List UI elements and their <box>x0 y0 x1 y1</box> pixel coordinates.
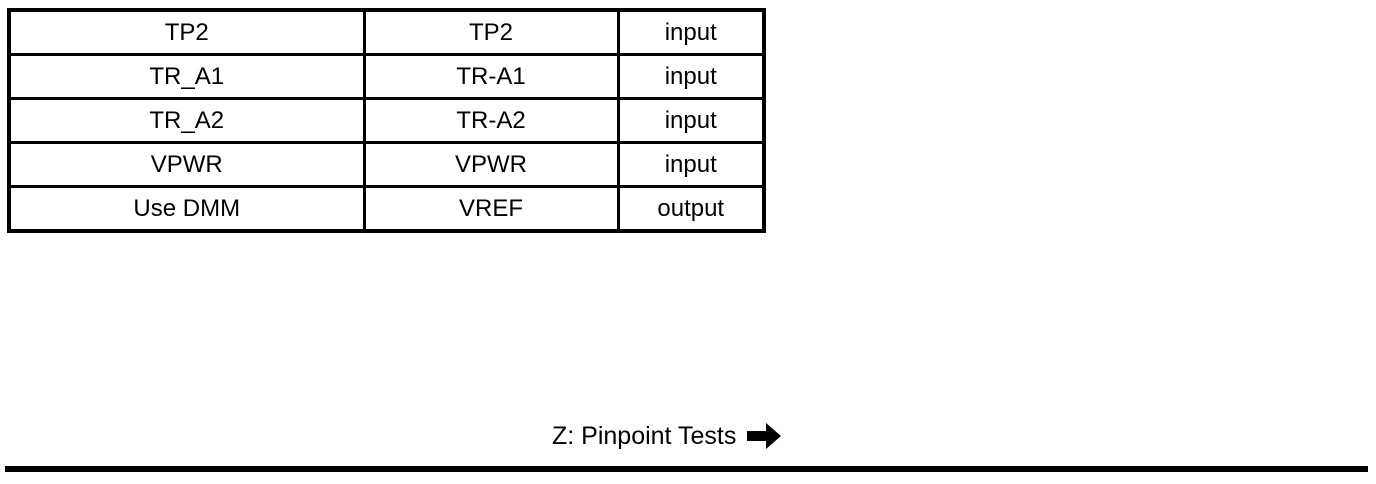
cell-pin-name: VPWR <box>362 141 620 188</box>
table-row: VPWR VPWR input <box>7 141 766 188</box>
cell-measurement: Use DMM <box>7 185 366 233</box>
pinpoint-tests-label: Z: Pinpoint Tests <box>552 421 737 450</box>
footer-divider <box>5 466 1368 472</box>
cell-direction: input <box>616 8 766 56</box>
pinout-table-body: TP2 TP2 input TR_A1 TR-A1 input TR_A2 TR… <box>7 8 766 233</box>
cell-direction: input <box>616 53 766 100</box>
table-row: TP2 TP2 input <box>7 8 766 56</box>
cell-pin-name: TR-A1 <box>362 53 620 100</box>
cell-pin-name: VREF <box>362 185 620 233</box>
cell-direction: input <box>616 97 766 144</box>
table-row: Use DMM VREF output <box>7 185 766 233</box>
pinpoint-tests-link[interactable]: Z: Pinpoint Tests <box>552 421 782 450</box>
cell-direction: input <box>616 141 766 188</box>
cell-measurement: TP2 <box>7 8 366 56</box>
cell-measurement: VPWR <box>7 141 366 188</box>
table-row: TR_A2 TR-A2 input <box>7 97 766 144</box>
connector-pinout-table: TP2 TP2 input TR_A1 TR-A1 input TR_A2 TR… <box>7 8 766 233</box>
cell-measurement: TR_A2 <box>7 97 366 144</box>
cell-measurement: TR_A1 <box>7 53 366 100</box>
cell-direction: output <box>616 185 766 233</box>
cell-pin-name: TR-A2 <box>362 97 620 144</box>
cell-pin-name: TP2 <box>362 8 620 56</box>
arrow-right-icon <box>747 423 782 449</box>
table-row: TR_A1 TR-A1 input <box>7 53 766 100</box>
